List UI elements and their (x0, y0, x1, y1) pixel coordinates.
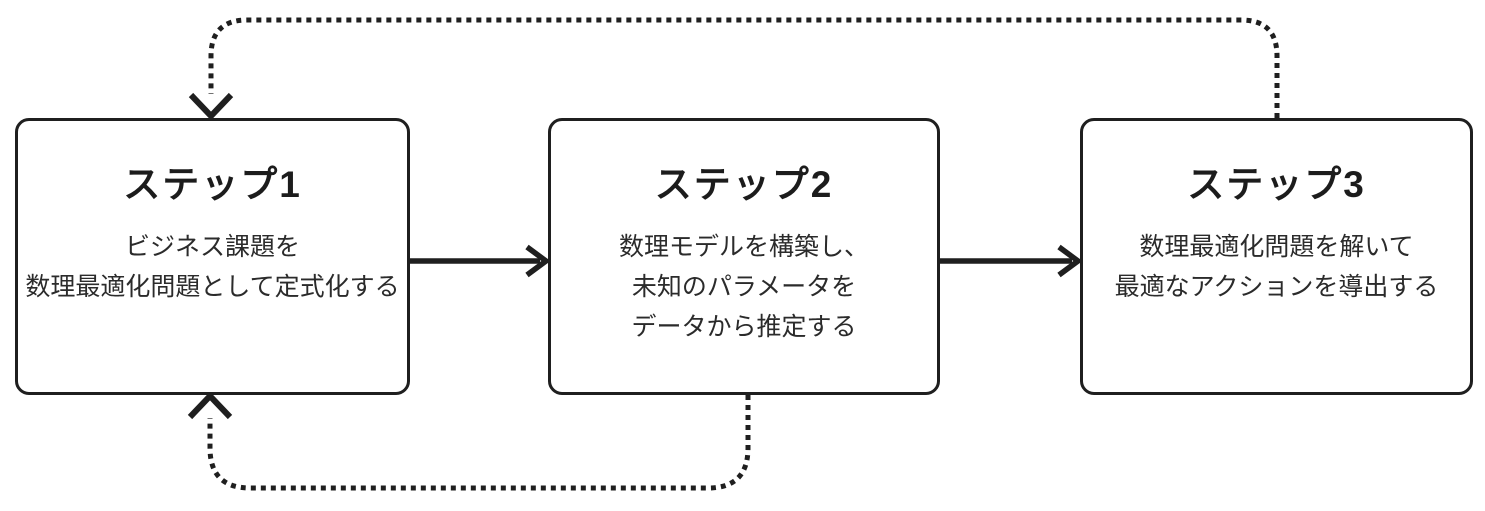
arrow-step2-to-step3 (940, 244, 1083, 278)
step3-box: ステップ3 数理最適化問題を解いて 最適なアクションを導出する (1080, 118, 1473, 395)
step1-title: ステップ1 (123, 164, 302, 205)
step1-box: ステップ1 ビジネス課題を 数理最適化問題として定式化する (15, 118, 410, 395)
step2-description-line: 未知のパラメータを (631, 273, 857, 301)
step2-description-line: 数理モデルを構築し、 (618, 233, 869, 261)
step2-description-line: データから推定する (631, 313, 857, 341)
feedback-arrow-step3-to-step1 (188, 17, 1280, 121)
step3-description: 数理最適化問題を解いて 最適なアクションを導出する (1115, 227, 1439, 307)
feedback-arrow-top-head-icon (188, 92, 234, 121)
arrow-step1-to-step2 (410, 244, 551, 278)
feedback-arrow-bottom-head-icon (187, 391, 233, 420)
feedback-arrow-top-line (208, 17, 1280, 118)
feedback-arrow-bottom-line (207, 395, 751, 491)
arrow-step1-to-step2-head-icon (525, 244, 551, 278)
step3-description-line: 数理最適化問題を解いて (1139, 233, 1414, 261)
step2-title: ステップ2 (654, 164, 834, 205)
step2-description: 数理モデルを構築し、 未知のパラメータを データから推定する (619, 227, 869, 347)
step1-description-line: 数理最適化問題として定式化する (25, 273, 400, 301)
step3-description-line: 最適なアクションを導出する (1114, 273, 1439, 301)
step1-description: ビジネス課題を 数理最適化問題として定式化する (25, 227, 399, 307)
feedback-arrow-step2-to-step1 (187, 391, 751, 491)
step3-title: ステップ3 (1187, 164, 1366, 205)
step1-description-line: ビジネス課題を (124, 233, 300, 261)
step2-box: ステップ2 数理モデルを構築し、 未知のパラメータを データから推定する (548, 118, 940, 395)
arrow-step2-to-step3-head-icon (1057, 244, 1083, 278)
